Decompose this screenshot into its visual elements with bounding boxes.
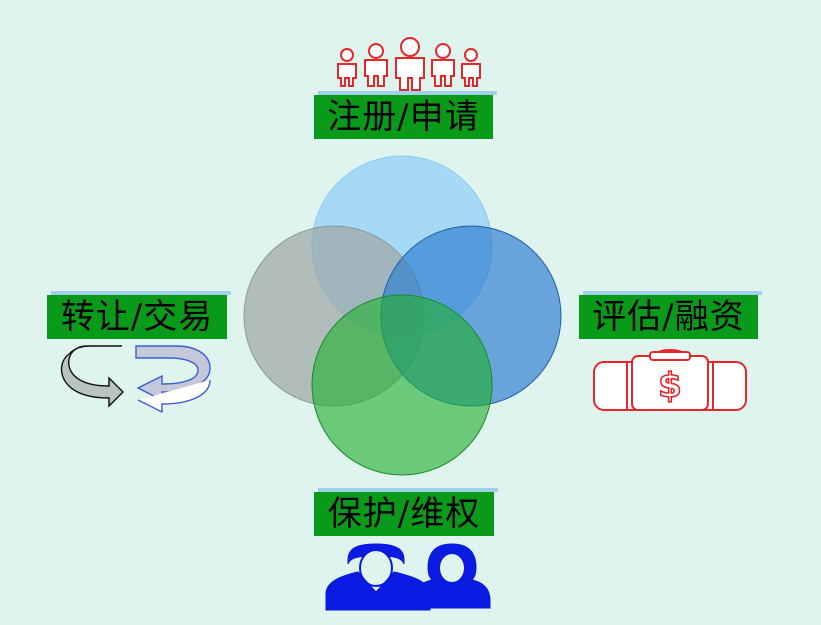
money-bag-icon: $	[593, 349, 747, 411]
circle-bottom	[311, 294, 493, 476]
couple-silhouette-icon	[325, 543, 491, 611]
label-evaluate-finance: 评估/融资	[579, 291, 762, 339]
label-protect-defend: 保护/维权	[314, 488, 498, 536]
label-register-apply: 注册/申请	[314, 91, 497, 139]
venn-circles	[243, 155, 562, 476]
svg-text:$: $	[658, 366, 682, 406]
people-group-icon	[337, 37, 481, 91]
cycle-arrows-icon	[60, 345, 211, 414]
label-transfer-trade: 转让/交易	[47, 291, 231, 339]
